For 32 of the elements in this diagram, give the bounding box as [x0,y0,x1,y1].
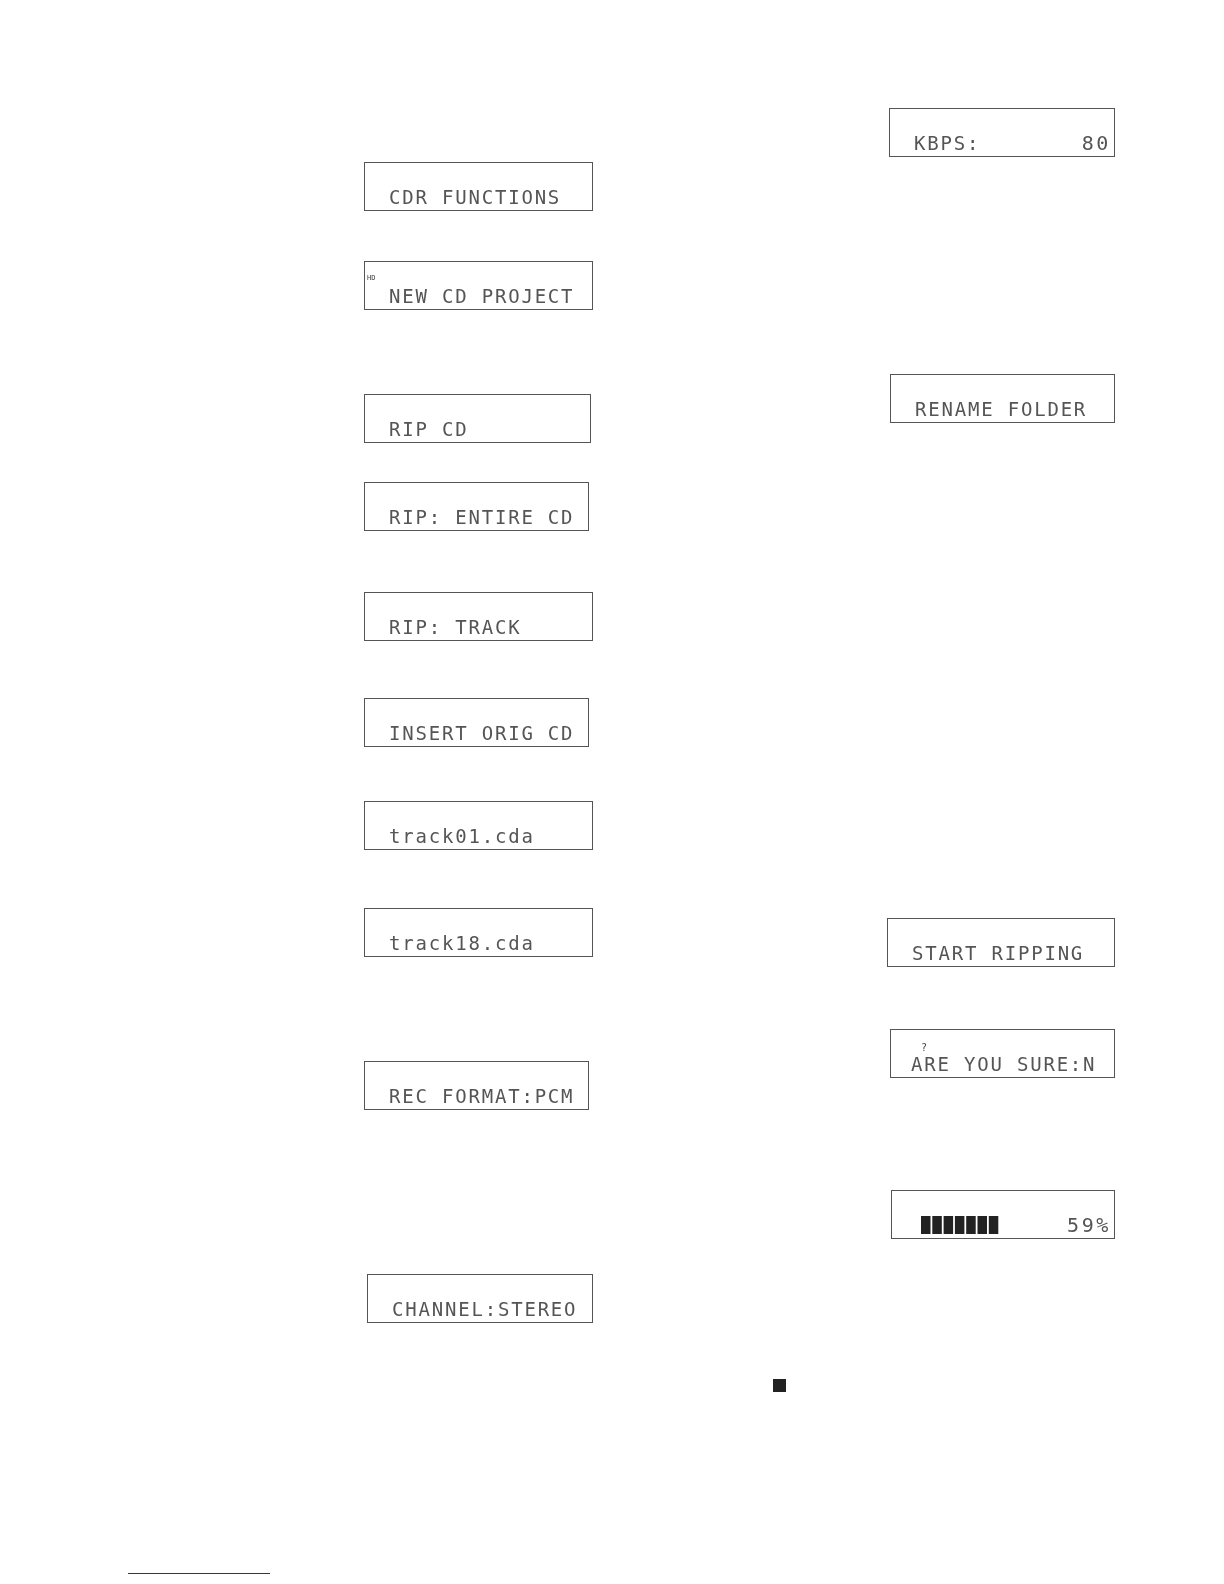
display-text: START RIPPING [912,942,1085,964]
lcd-display [891,1190,1115,1239]
lcd-display [367,1274,593,1323]
lcd-display [364,394,591,443]
lcd-display [890,1029,1115,1078]
display-text: RENAME FOLDER [915,398,1088,420]
display-value: 59% [1067,1214,1111,1236]
lcd-display [364,482,589,531]
display-text: NEW CD PROJECT [389,285,575,307]
display-text: KBPS: [914,132,981,154]
lcd-display [364,801,593,850]
lcd-display [364,261,593,310]
lcd-display [890,374,1115,423]
display-value: 80 [1081,132,1111,154]
indicator-text: ? [921,1042,928,1053]
display-text: CHANNEL:STEREO [392,1298,578,1320]
display-text: CDR FUNCTIONS [389,186,562,208]
display-text: RIP CD [389,418,469,440]
lcd-display [364,592,593,641]
display-text: RIP: TRACK [389,616,522,638]
display-text: track18.cda [389,932,535,954]
display-text: ARE YOU SURE:N [911,1053,1097,1075]
lcd-display [364,1061,589,1110]
display-text: REC FORMAT:PCM [389,1085,575,1107]
lcd-display [364,698,589,747]
display-text: track01.cda [389,825,535,847]
lcd-display [364,908,593,957]
lcd-display [889,108,1115,157]
lcd-display [887,918,1115,967]
display-text: INSERT ORIG CD [389,722,575,744]
display-text: RIP: ENTIRE CD [389,506,575,528]
lcd-display [364,162,593,211]
